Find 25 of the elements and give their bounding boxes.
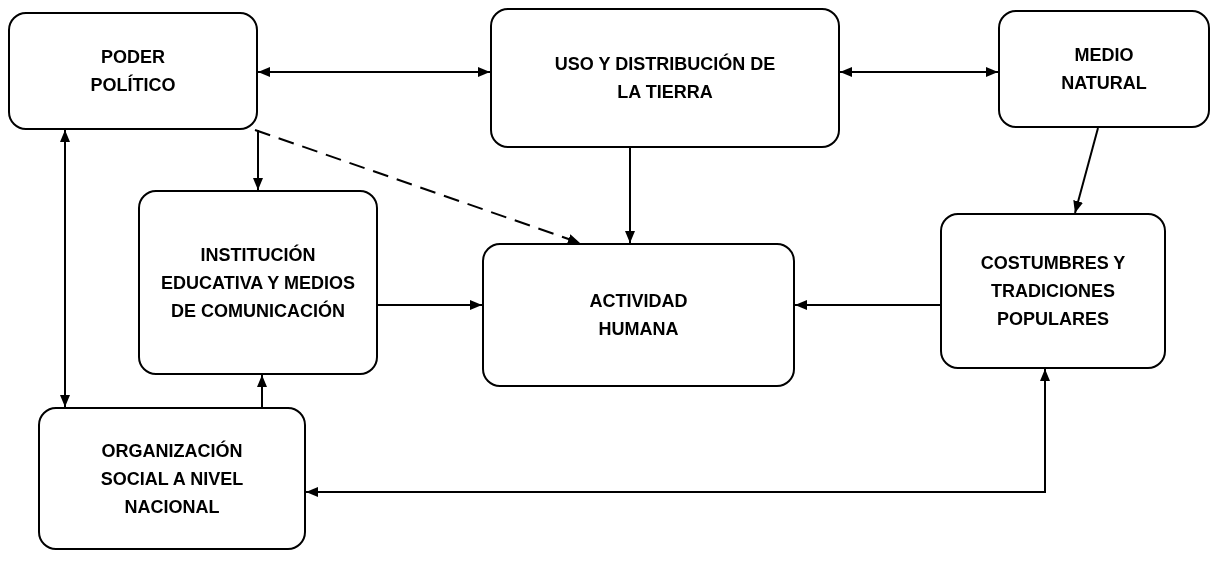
arrow [257,67,491,77]
box-label: ACTIVIDAD HUMANA [588,290,689,341]
box-label: PODER POLÍTICO [89,46,177,97]
box-label: USO Y DISTRIBUCIÓN DE LA TIERRA [553,52,777,104]
process-box [490,8,840,148]
process-box [482,243,795,387]
arrow [839,67,999,77]
arrow [794,300,941,310]
arrow [60,129,70,408]
box-label: INSTITUCIÓN EDUCATIVA Y MEDIOS DE COMUNICACIÓN [160,243,356,323]
arrow [625,147,635,244]
arrow [305,368,1050,497]
box-label: ORGANIZACIÓN SOCIAL A NIVEL NACIONAL [99,439,245,519]
box-label: MEDIO NATURAL [1060,44,1148,95]
process-box [8,12,258,130]
arrow [1073,127,1099,214]
process-box [38,407,306,550]
box-label: COSTUMBRES Y TRADICIONES POPULARES [979,252,1127,331]
arrow [254,129,581,244]
arrow [253,129,263,191]
arrow [257,374,267,408]
arrow [377,300,483,310]
process-box [998,10,1210,128]
process-box [940,213,1166,369]
process-box [138,190,378,375]
